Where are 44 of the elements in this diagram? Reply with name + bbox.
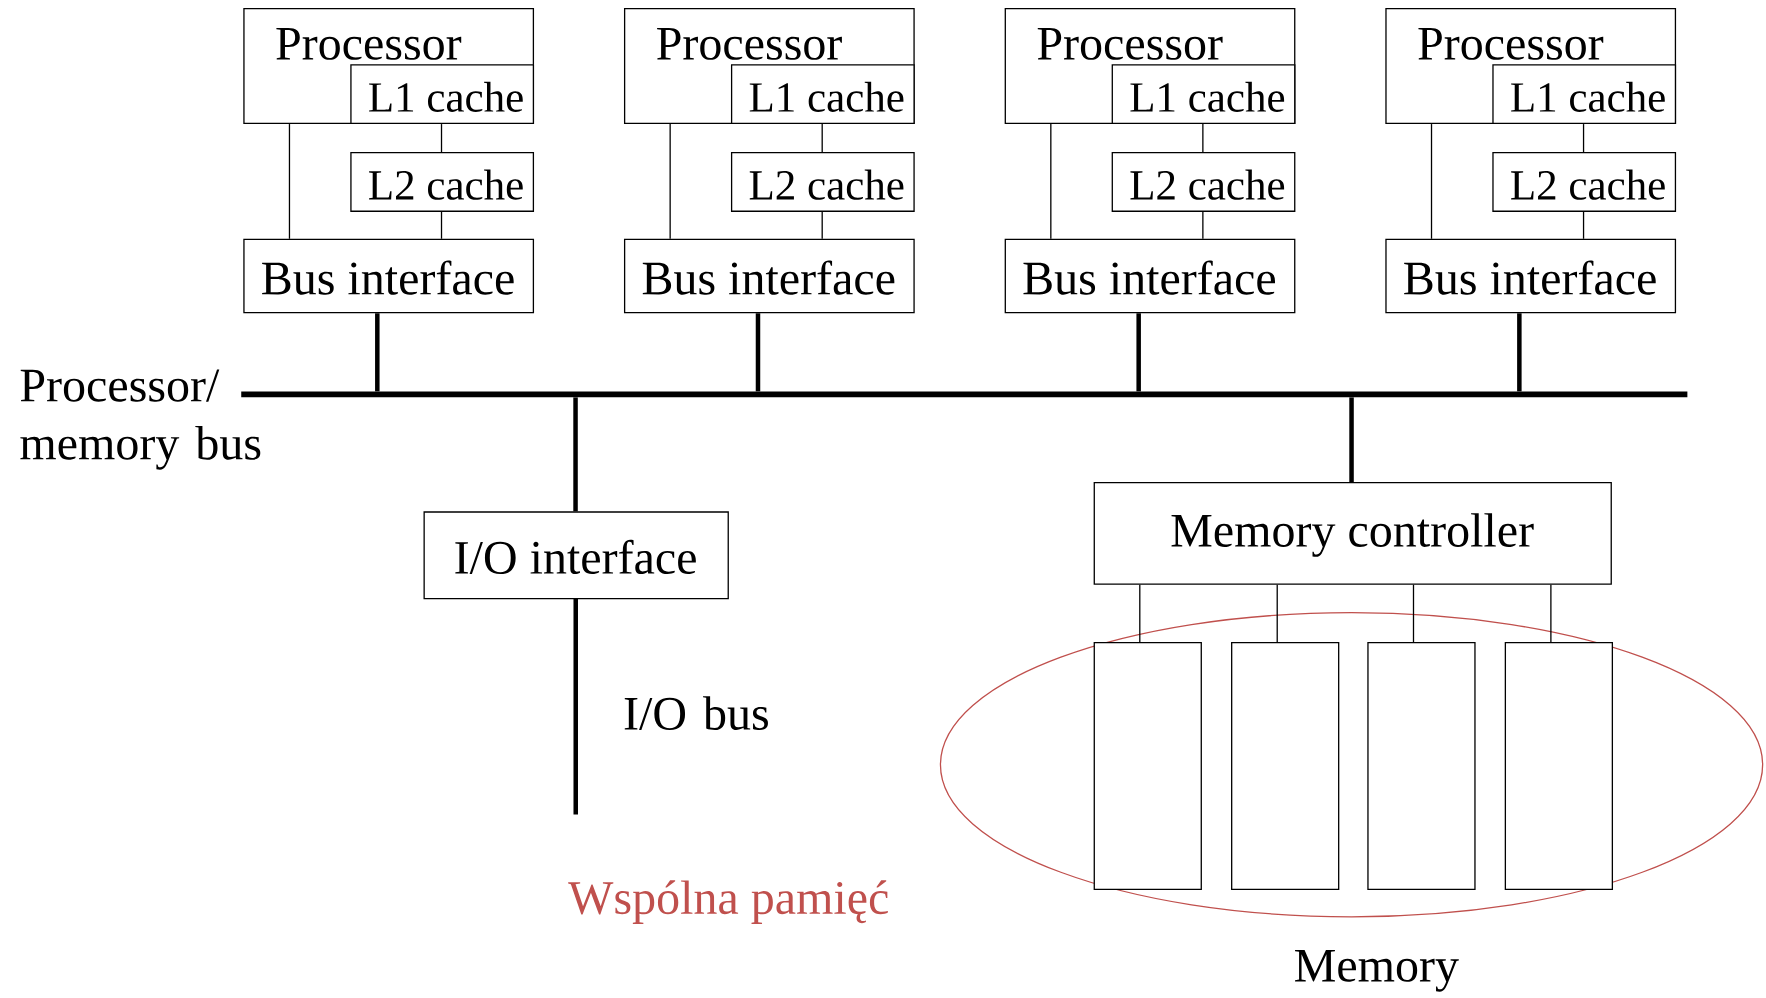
connector-line: [669, 123, 671, 240]
cache-box: L2 cache: [350, 152, 535, 212]
memory-module-box: [1093, 642, 1202, 890]
connector-line: [1517, 313, 1522, 392]
connector-line: [1136, 313, 1141, 392]
connector-line: [1139, 584, 1141, 643]
connector-line: [440, 211, 443, 240]
connector-line: [1050, 123, 1052, 240]
bus-interface-box: Bus interface: [1004, 238, 1296, 314]
bus-interface-box: Bus interface: [243, 238, 535, 314]
io-interface-box: I/O interface: [423, 511, 729, 600]
connector-line: [755, 313, 761, 392]
bus-interface-box: Bus interface: [1385, 238, 1677, 314]
connector-line: [821, 211, 823, 240]
bus-interface-box: Bus interface: [623, 238, 915, 314]
connector-line: [1202, 211, 1204, 240]
cache-box: L2 cache: [1492, 152, 1677, 212]
memory-controller-box: Memory controller: [1093, 482, 1612, 585]
cache-box: L2 cache: [1111, 152, 1296, 212]
cache-box: L1 cache: [1111, 64, 1296, 125]
cache-box: L2 cache: [730, 152, 915, 212]
connector-line: [1349, 397, 1354, 483]
connector-line: [1202, 123, 1204, 153]
connector-line: [440, 123, 443, 153]
memory-module-box: [1504, 642, 1613, 890]
io-bus-line: I/O bus: [573, 598, 768, 815]
connector-line: [1412, 584, 1415, 643]
cache-box: L1 cache: [730, 64, 915, 125]
bus-line: Processor/ memory bus: [20, 369, 1688, 470]
connector-line: [1276, 584, 1278, 643]
connector-line: [821, 123, 823, 153]
connector-line: [288, 123, 291, 240]
cache-box: L1 cache: [350, 64, 535, 125]
connector-line: [1582, 211, 1585, 240]
connector-line: [1430, 123, 1433, 240]
connector-line: [573, 397, 578, 512]
caption-text: Wspólna pamięć: [568, 880, 888, 924]
connector-line: [1550, 584, 1552, 643]
connector-line: [1582, 123, 1585, 153]
memory-module-box: [1231, 642, 1340, 890]
connector-line: [375, 313, 380, 392]
memory-label: Memory: [1295, 949, 1459, 992]
cache-box: L1 cache: [1492, 64, 1677, 125]
memory-module-box: [1367, 642, 1476, 890]
